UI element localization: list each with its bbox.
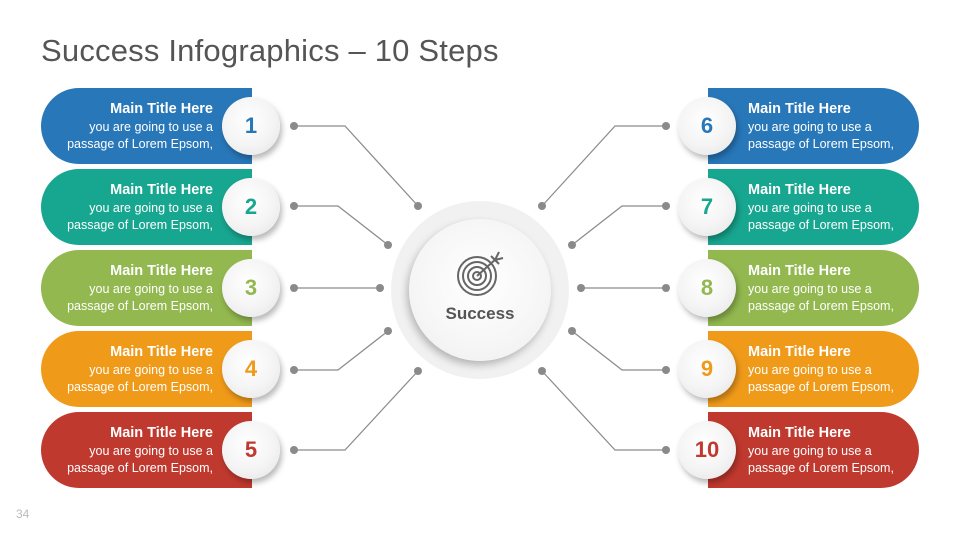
step-title: Main Title Here (748, 344, 851, 360)
step-desc: you are going to use a (89, 444, 213, 458)
step-desc: passage of Lorem Epsom, (748, 137, 894, 151)
step-title: Main Title Here (748, 101, 851, 117)
step-7-number-badge: 7 (678, 178, 736, 236)
step-desc: passage of Lorem Epsom, (67, 380, 213, 394)
step-1-number-badge: 1 (222, 97, 280, 155)
step-1-card: Main Title Here you are going to use a pas… (41, 88, 252, 164)
step-10-card: Main Title Here you are going to use a pas… (708, 412, 919, 488)
step-8-card: Main Title Here you are going to use a pas… (708, 250, 919, 326)
step-desc: passage of Lorem Epsom, (748, 218, 894, 232)
step-9-number-badge: 9 (678, 340, 736, 398)
step-desc: you are going to use a (748, 444, 872, 458)
step-desc: you are going to use a (89, 282, 213, 296)
step-desc: you are going to use a (748, 120, 872, 134)
step-desc: passage of Lorem Epsom, (67, 218, 213, 232)
step-desc: passage of Lorem Epsom, (67, 137, 213, 151)
step-2-card: Main Title Here you are going to use a pas… (41, 169, 252, 245)
target-with-arrow-icon (457, 251, 504, 296)
step-9-card: Main Title Here you are going to use a pas… (708, 331, 919, 407)
step-4-card: Main Title Here you are going to use a pas… (41, 331, 252, 407)
step-title: Main Title Here (110, 425, 213, 441)
step-3-card: Main Title Here you are going to use a pas… (41, 250, 252, 326)
step-title: Main Title Here (110, 101, 213, 117)
step-6-number-badge: 6 (678, 97, 736, 155)
step-title: Main Title Here (110, 344, 213, 360)
step-desc: passage of Lorem Epsom, (67, 461, 213, 475)
step-desc: passage of Lorem Epsom, (748, 299, 894, 313)
step-5-card: Main Title Here you are going to use a pas… (41, 412, 252, 488)
step-5-number-badge: 5 (222, 421, 280, 479)
step-desc: you are going to use a (89, 120, 213, 134)
step-title: Main Title Here (748, 425, 851, 441)
step-desc: you are going to use a (89, 363, 213, 377)
step-desc: passage of Lorem Epsom, (748, 461, 894, 475)
step-desc: passage of Lorem Epsom, (748, 380, 894, 394)
step-2-number-badge: 2 (222, 178, 280, 236)
step-title: Main Title Here (748, 263, 851, 279)
step-desc: you are going to use a (89, 201, 213, 215)
step-3-number-badge: 3 (222, 259, 280, 317)
step-title: Main Title Here (748, 182, 851, 198)
step-title: Main Title Here (110, 263, 213, 279)
step-desc: you are going to use a (748, 201, 872, 215)
slide-title: Success Infographics – 10 Steps (41, 33, 499, 68)
step-7-card: Main Title Here you are going to use a pas… (708, 169, 919, 245)
step-4-number-badge: 4 (222, 340, 280, 398)
step-title: Main Title Here (110, 182, 213, 198)
page-number: 34 (16, 507, 30, 521)
center-label: Success (445, 304, 515, 323)
step-desc: you are going to use a (748, 363, 872, 377)
step-6-card: Main Title Here you are going to use a pas… (708, 88, 919, 164)
step-desc: passage of Lorem Epsom, (67, 299, 213, 313)
step-desc: you are going to use a (748, 282, 872, 296)
step-8-number-badge: 8 (678, 259, 736, 317)
step-10-number-badge: 10 (678, 421, 736, 479)
